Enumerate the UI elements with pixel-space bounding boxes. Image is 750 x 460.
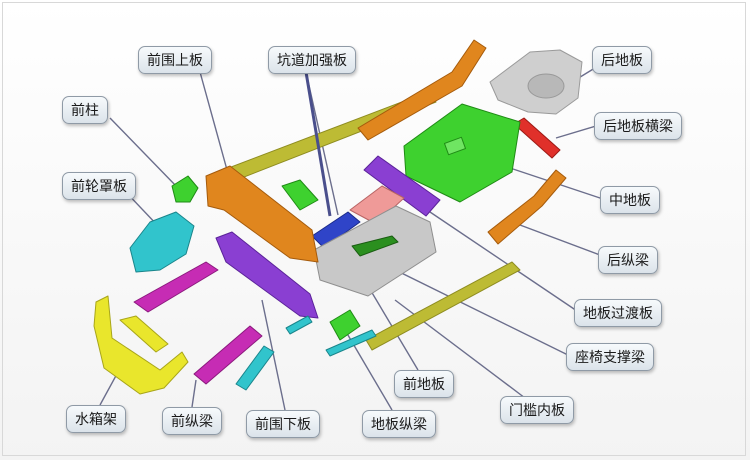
floor-bracket-shape <box>329 309 361 341</box>
diagram-frame <box>2 2 746 456</box>
parts <box>93 39 583 395</box>
label-sill-inner: 门槛内板 <box>500 396 574 424</box>
leader-a-pillar <box>109 117 179 189</box>
leader-front-rail <box>191 379 197 408</box>
label-a-pillar: 前柱 <box>62 96 108 124</box>
front-rail-upper-shape <box>133 261 219 313</box>
label-front-floor: 前地板 <box>394 370 454 398</box>
rear-floor-crossmember-shape <box>513 117 561 159</box>
label-seat-crossmember: 座椅支撑梁 <box>566 343 654 371</box>
front-wall-upper-shape <box>205 165 319 263</box>
label-floor-transition: 地板过渡板 <box>574 299 662 327</box>
seat-crossmember-shape <box>351 235 399 257</box>
leader-rear-floor-crossmember <box>555 125 597 139</box>
front-wheelhouse-shape <box>129 211 195 273</box>
tunnel-pink-shape <box>349 185 405 225</box>
leader-radiator-support <box>99 371 119 406</box>
front-wall-lower-shape <box>215 231 319 319</box>
label-radiator-support: 水箱架 <box>66 405 126 433</box>
label-rear-floor: 后地板 <box>592 46 652 74</box>
middle-floor-cutout-shape <box>443 136 467 156</box>
rear-floor-well-shape <box>527 73 565 99</box>
label-front-wheelhouse: 前轮罩板 <box>62 172 136 200</box>
sill-inner-right-shape <box>365 261 521 351</box>
floor-rail-shape <box>325 329 377 357</box>
front-rail-extension-shape <box>235 345 275 391</box>
a-pillar-shape <box>171 175 199 203</box>
floor-rail-bracket-shape <box>285 315 313 335</box>
floor-transition-shape <box>363 155 441 217</box>
tunnel-blue-shape <box>311 211 361 249</box>
tunnel-reinforcement-rod <box>304 71 332 217</box>
front-rail-lower-shape <box>193 325 263 385</box>
leader-rear-rail <box>511 221 609 259</box>
tunnel-reinforcement-shape <box>281 179 319 211</box>
label-middle-floor: 中地板 <box>600 186 660 214</box>
label-floor-rail: 地板纵梁 <box>362 410 436 438</box>
radiator-support-shape <box>93 295 189 395</box>
label-rear-rail: 后纵梁 <box>598 246 658 274</box>
rear-rail-upper-shape <box>357 39 487 141</box>
label-front-wall-upper: 前围上板 <box>138 46 212 74</box>
label-rear-floor-crossmember: 后地板横梁 <box>594 112 682 140</box>
label-front-wall-lower: 前围下板 <box>246 410 320 438</box>
radiator-support-brace-shape <box>119 315 169 353</box>
leader-floor-transition <box>429 211 581 314</box>
leader-front-wall-lower <box>261 299 286 411</box>
label-tunnel-reinforcement: 坑道加强板 <box>268 46 356 74</box>
label-front-rail: 前纵梁 <box>162 407 222 435</box>
rear-rail-lower-shape <box>487 169 567 245</box>
leader-seat-crossmember <box>374 259 573 358</box>
